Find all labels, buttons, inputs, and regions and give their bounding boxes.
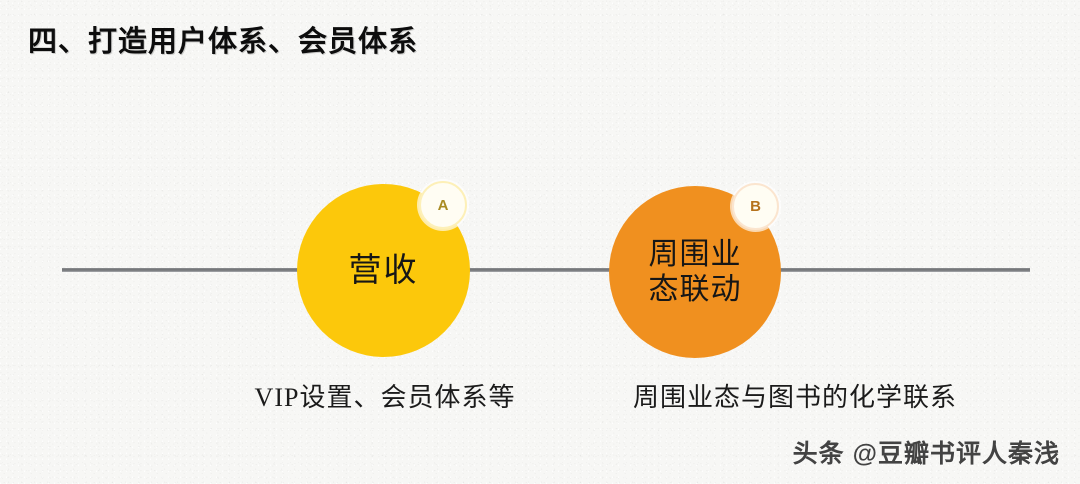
node-badge-b[interactable]: B bbox=[732, 183, 779, 230]
watermark: 头条 @豆瓣书评人秦浅 bbox=[792, 440, 1060, 468]
node-badge-a-letter: A bbox=[437, 196, 449, 214]
node-label-a: 营收 bbox=[348, 253, 419, 290]
page-title: 四、打造用户体系、会员体系 bbox=[28, 26, 419, 58]
node-circle-b[interactable]: 周围业 态联动 bbox=[609, 186, 781, 358]
node-badge-a[interactable]: A bbox=[419, 181, 467, 229]
node-label-b: 周围业 态联动 bbox=[648, 237, 742, 306]
node-caption-b: 周围业态与图书的化学联系 bbox=[632, 383, 957, 412]
node-caption-a: VIP设置、会员体系等 bbox=[254, 383, 516, 412]
node-badge-b-letter: B bbox=[750, 198, 761, 215]
timeline-axis bbox=[62, 268, 1030, 272]
